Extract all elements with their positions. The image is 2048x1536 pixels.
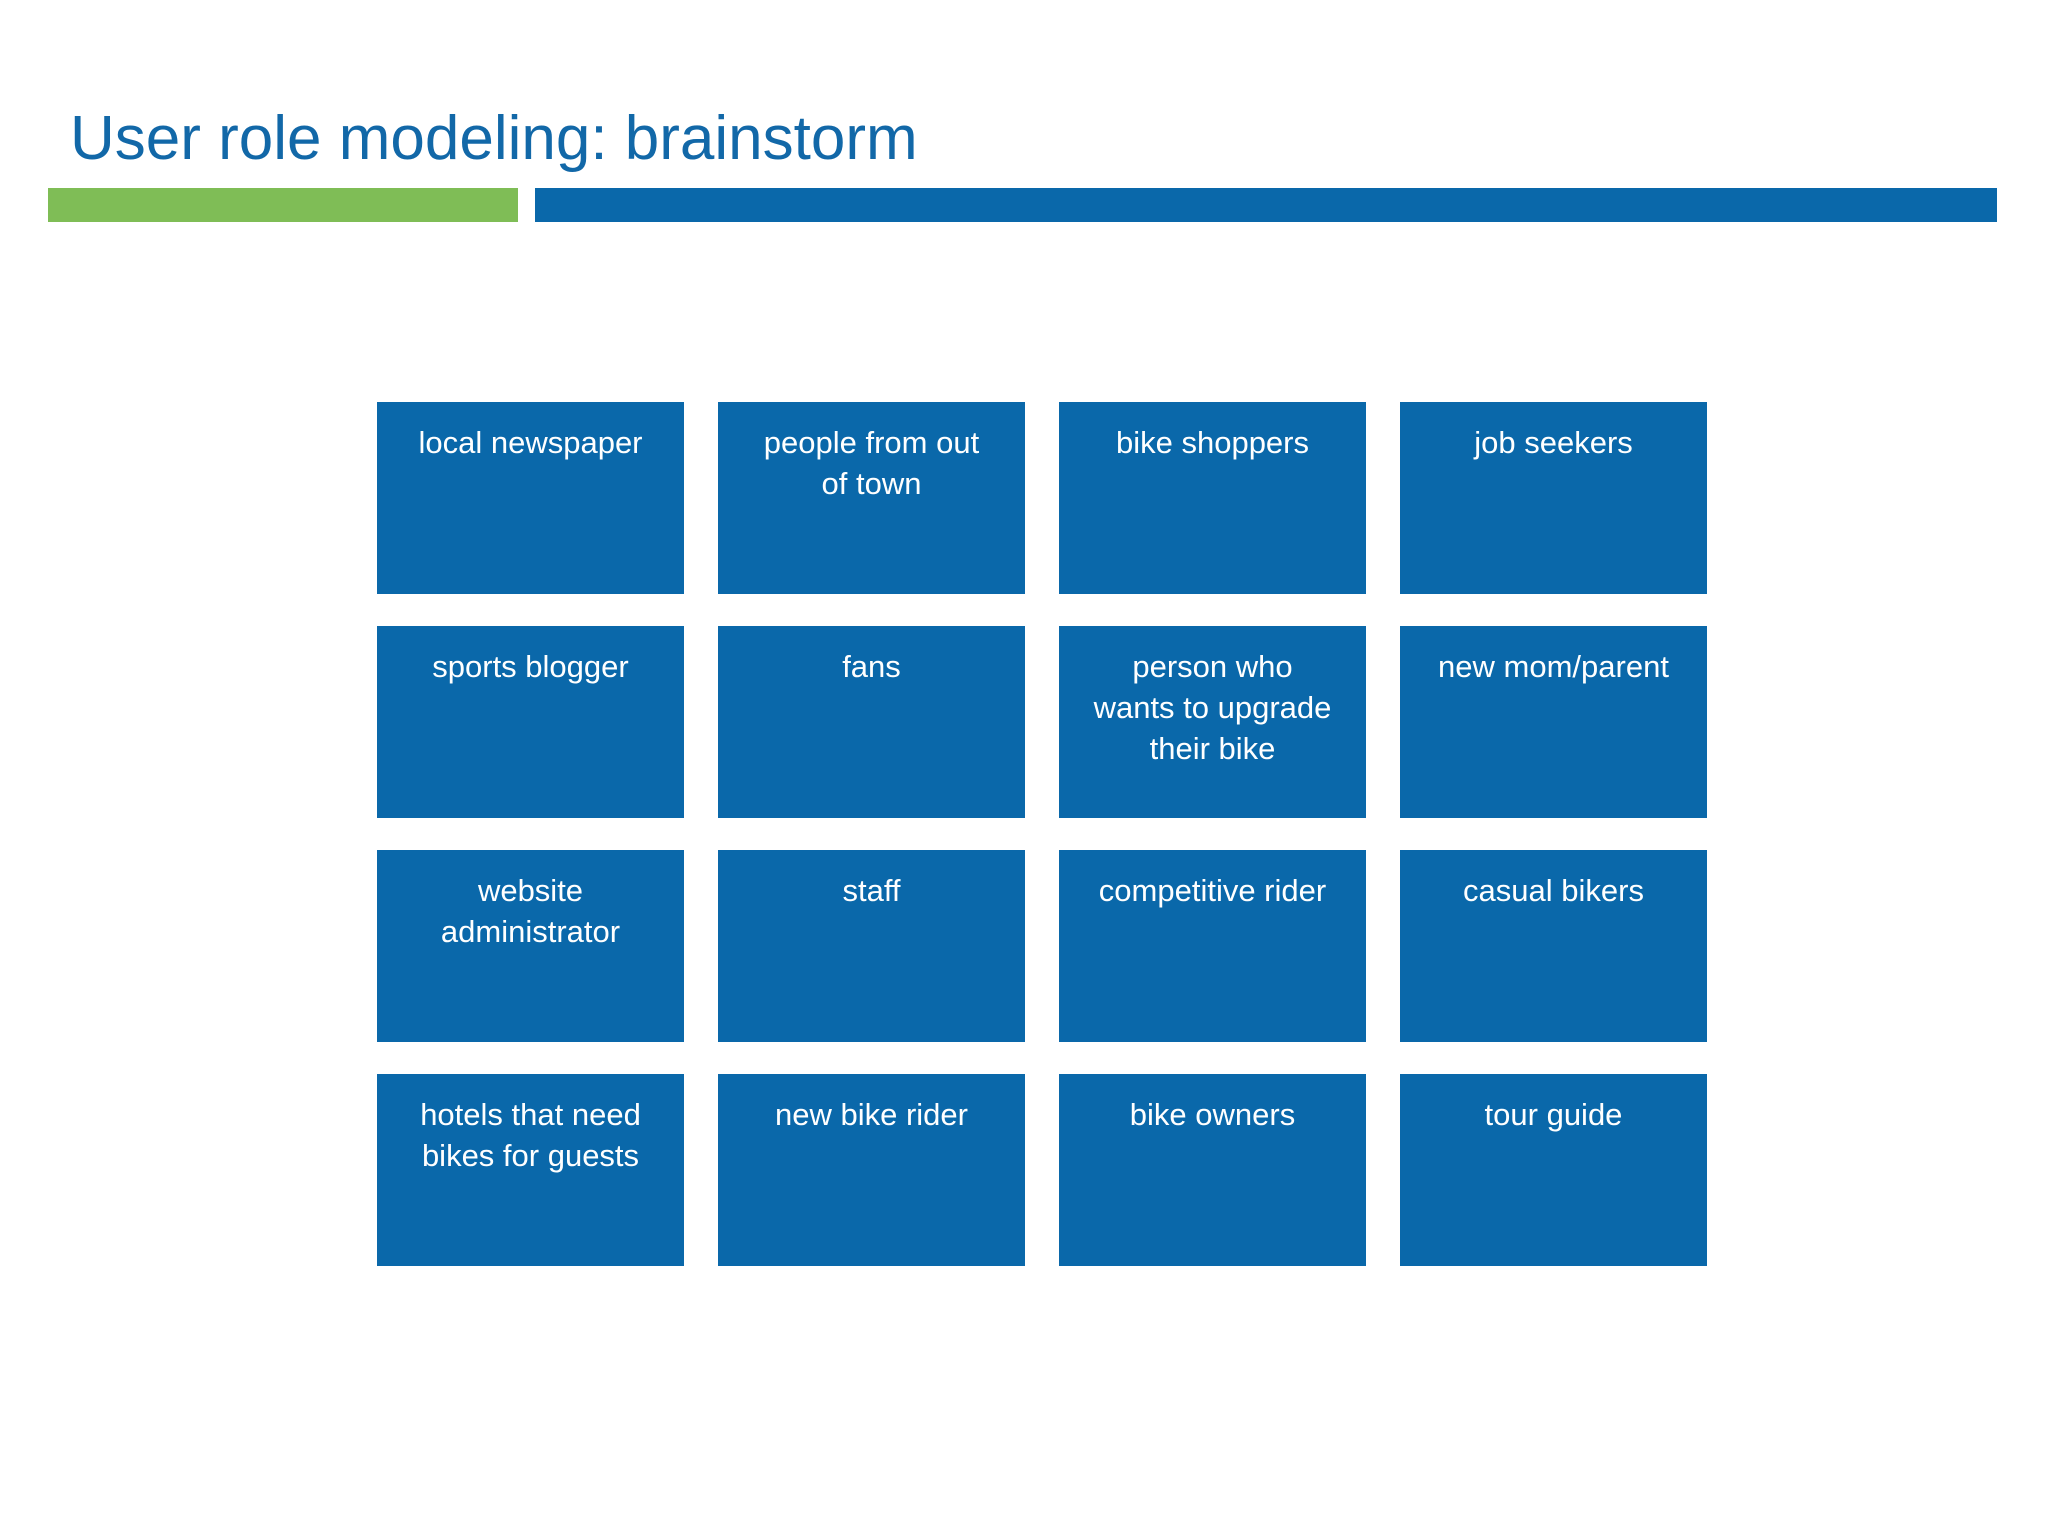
user-role-card-people-from-out-of-town[interactable]: people from out of town bbox=[718, 402, 1025, 594]
user-role-card-job-seekers[interactable]: job seekers bbox=[1400, 402, 1707, 594]
user-role-card-local-newspaper[interactable]: local newspaper bbox=[377, 402, 684, 594]
title-divider bbox=[0, 188, 2048, 222]
user-role-card-sports-blogger[interactable]: sports blogger bbox=[377, 626, 684, 818]
user-role-card-person-who-wants-to-upgrade-their-bike[interactable]: person who wants to upgrade their bike bbox=[1059, 626, 1366, 818]
user-role-card-hotels-that-need-bikes-for-guests[interactable]: hotels that need bikes for guests bbox=[377, 1074, 684, 1266]
green-accent-bar bbox=[48, 188, 518, 222]
user-role-card-staff[interactable]: staff bbox=[718, 850, 1025, 1042]
user-role-card-new-mom-parent[interactable]: new mom/parent bbox=[1400, 626, 1707, 818]
user-role-card-competitive-rider[interactable]: competitive rider bbox=[1059, 850, 1366, 1042]
user-role-card-fans[interactable]: fans bbox=[718, 626, 1025, 818]
user-role-card-bike-owners[interactable]: bike owners bbox=[1059, 1074, 1366, 1266]
user-role-card-bike-shoppers[interactable]: bike shoppers bbox=[1059, 402, 1366, 594]
user-role-card-tour-guide[interactable]: tour guide bbox=[1400, 1074, 1707, 1266]
user-role-card-casual-bikers[interactable]: casual bikers bbox=[1400, 850, 1707, 1042]
user-role-card-website-administrator[interactable]: website administrator bbox=[377, 850, 684, 1042]
page-title: User role modeling: brainstorm bbox=[70, 103, 918, 173]
blue-accent-bar bbox=[535, 188, 1997, 222]
user-role-card-new-bike-rider[interactable]: new bike rider bbox=[718, 1074, 1025, 1266]
